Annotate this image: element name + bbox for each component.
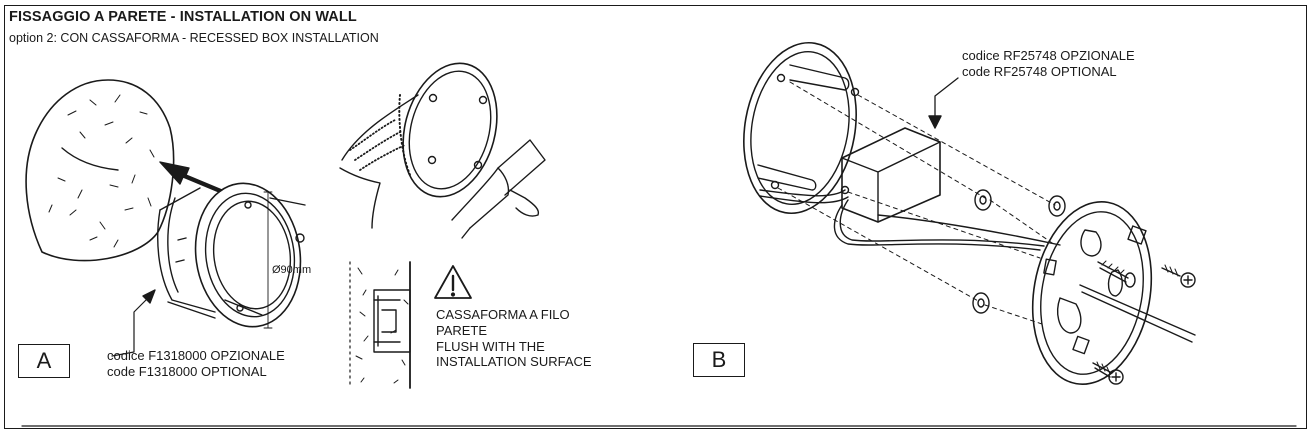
cables [759, 189, 1196, 343]
mounting-plate-rear [743, 41, 860, 215]
arrow-icon [928, 77, 959, 129]
panel-b-label: B [693, 343, 745, 377]
page-subtitle: option 2: CON CASSAFORMA - RECESSED BOX … [9, 31, 379, 45]
spacers [972, 189, 1066, 314]
diameter-label: Ø90mm [272, 264, 312, 276]
drawing-frame [4, 5, 1307, 429]
projection-lines [777, 81, 1056, 326]
wall-section [349, 261, 411, 389]
code-b-english: code RF25748 OPTIONAL [962, 64, 1117, 79]
diameter-dimension [263, 191, 273, 329]
plaster-hand [339, 62, 546, 239]
mounting-plate-front [1031, 201, 1153, 385]
code-a-italian: codice F1318000 OPZIONALE [107, 348, 285, 363]
recessed-box [157, 182, 306, 328]
warning-triangle-icon [434, 265, 472, 299]
page-title: FISSAGGIO A PARETE - INSTALLATION ON WAL… [9, 9, 357, 25]
warning-line-2: PARETE [436, 323, 488, 338]
panel-a-label: A [18, 344, 70, 378]
warning-line-3: FLUSH WITH THE [436, 339, 545, 354]
screws [1092, 260, 1196, 385]
warning-line-4: INSTALLATION SURFACE [436, 354, 592, 369]
code-a-english: code F1318000 OPTIONAL [107, 364, 267, 379]
wall-rock [25, 79, 175, 262]
arrow-icon [159, 161, 223, 193]
warning-line-1: CASSAFORMA A FILO [436, 307, 570, 322]
transformer-box [841, 127, 941, 223]
code-b-italian: codice RF25748 OPZIONALE [962, 48, 1135, 63]
arrow-icon [111, 289, 156, 357]
